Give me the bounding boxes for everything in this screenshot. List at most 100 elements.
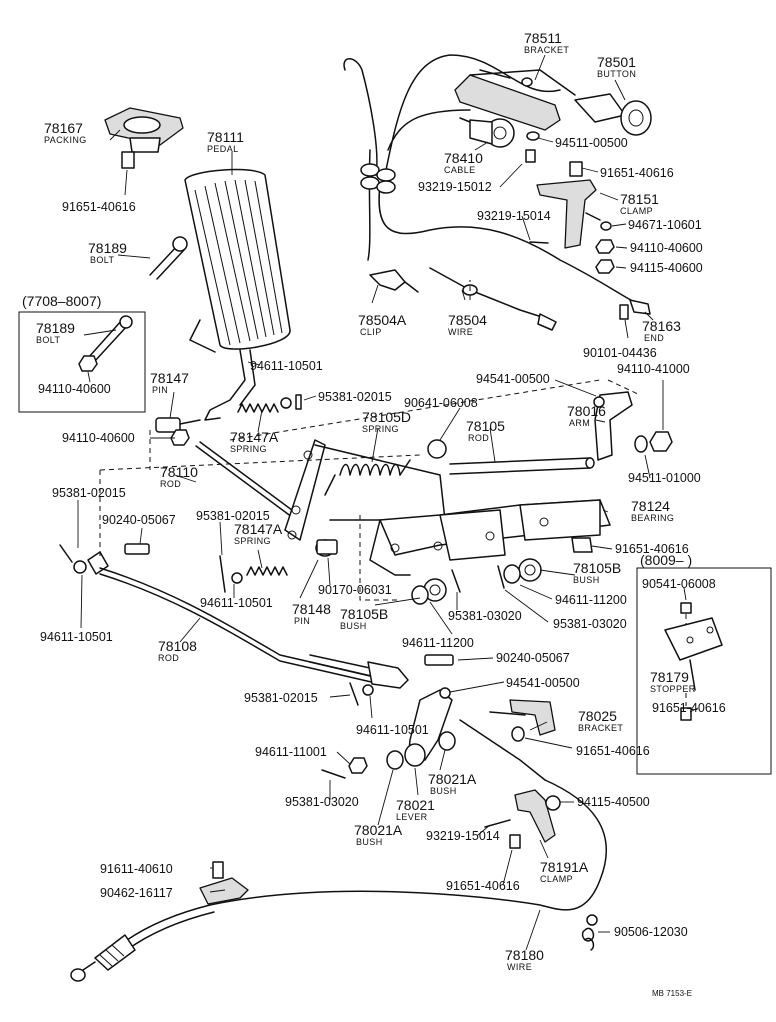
label-78124: 78124 <box>631 498 670 514</box>
range-label-8009: (8009– ) <box>640 552 692 568</box>
label-90462-16117: 90462-16117 <box>100 886 173 900</box>
label-94611-11200-b: 94611-11200 <box>402 636 474 650</box>
label-78021: 78021 <box>396 797 435 813</box>
label-78105-name: ROD <box>468 433 489 443</box>
parts-artwork <box>59 54 723 982</box>
label-78021A-b: 78021A <box>354 822 403 838</box>
label-94611-10501-d: 94611-10501 <box>356 723 429 737</box>
label-78111: 78111 <box>207 129 244 145</box>
label-95381-03020-a: 95381-03020 <box>448 609 522 623</box>
label-95381-03020-b: 95381-03020 <box>553 617 627 631</box>
label-78163-name: END <box>644 333 664 343</box>
label-78501-name: BUTTON <box>597 69 636 79</box>
label-78163: 78163 <box>642 318 681 334</box>
label-91651-40616-e: 91651-40616 <box>576 744 650 758</box>
label-94611-10501-a: 94611-10501 <box>250 359 323 373</box>
label-94110-41000: 94110-41000 <box>617 362 690 376</box>
label-91651-40616-d: 91651-40616 <box>652 701 726 715</box>
label-90541-06008: 90541-06008 <box>642 577 716 591</box>
label-78167-name: PACKING <box>44 135 87 145</box>
label-78105B-b-name: BUSH <box>340 621 367 631</box>
label-94541-00500-a: 94541-00500 <box>476 372 550 386</box>
label-78504: 78504 <box>448 312 487 328</box>
label-78511-name: BRACKET <box>524 45 569 55</box>
label-78151: 78151 <box>620 191 659 207</box>
label-95381-02015-a: 95381-02015 <box>318 390 392 404</box>
label-94115-40500: 94115-40500 <box>577 795 650 809</box>
label-78105B-a-name: BUSH <box>573 575 600 585</box>
label-78021-name: LEVER <box>396 812 428 822</box>
range-label-7708-8007: (7708–8007) <box>22 293 101 309</box>
leader-lines <box>77 54 699 951</box>
label-90240-05067-a: 90240-05067 <box>102 513 176 527</box>
label-78189-b: 78189 <box>36 320 75 336</box>
label-78147: 78147 <box>150 370 189 386</box>
label-94611-11001: 94611-11001 <box>255 745 327 759</box>
label-94541-00500-b: 94541-00500 <box>506 676 580 690</box>
label-78105: 78105 <box>466 418 505 434</box>
label-78147A-b: 78147A <box>234 521 283 537</box>
label-78105D: 78105D <box>362 409 411 425</box>
label-94110-40600-a: 94110-40600 <box>630 241 703 255</box>
label-78108-name: ROD <box>158 653 179 663</box>
label-78179: 78179 <box>650 669 689 685</box>
label-78110: 78110 <box>160 464 198 480</box>
label-78108: 78108 <box>158 638 197 654</box>
label-78179-name: STOPPER <box>650 684 696 694</box>
label-78148-name: PIN <box>294 616 310 626</box>
label-78147A-b-name: SPRING <box>234 536 271 546</box>
label-91651-40616-a: 91651-40616 <box>600 166 674 180</box>
label-95381-02015-d: 95381-02015 <box>244 691 318 705</box>
label-94511-01000: 94511-01000 <box>628 471 701 485</box>
label-78167: 78167 <box>44 120 83 136</box>
label-78147-name: PIN <box>152 385 168 395</box>
label-78110-name: ROD <box>160 479 181 489</box>
label-78501: 78501 <box>597 54 636 70</box>
label-91651-40616-c: 91651-40616 <box>615 542 689 556</box>
label-90641-06008: 90641-06008 <box>404 396 478 410</box>
label-78105B-b: 78105B <box>340 606 388 622</box>
label-78191A: 78191A <box>540 859 589 875</box>
label-95381-02015-c: 95381-02015 <box>196 509 270 523</box>
label-78124-name: BEARING <box>631 513 674 523</box>
label-94115-40600: 94115-40600 <box>630 261 703 275</box>
label-94611-10501-b: 94611-10501 <box>200 596 273 610</box>
label-91651-40616-f: 91651-40616 <box>446 879 520 893</box>
label-93219-15014-b: 93219-15014 <box>426 829 500 843</box>
label-94110-40600-b: 94110-40600 <box>38 382 111 396</box>
range-box-7708-8007 <box>18 311 146 413</box>
label-78021A-a: 78021A <box>428 771 477 787</box>
label-90240-05067-b: 90240-05067 <box>496 651 570 665</box>
label-90506-12030: 90506-12030 <box>614 925 688 939</box>
label-90170-06031: 90170-06031 <box>318 583 392 597</box>
guide-dashes <box>99 280 641 601</box>
label-78021A-a-name: BUSH <box>430 786 457 796</box>
label-78016-name: ARM <box>569 418 590 428</box>
label-78105B-a: 78105B <box>573 560 621 576</box>
label-78180: 78180 <box>505 947 544 963</box>
label-78504-name: WIRE <box>448 327 473 337</box>
label-78148: 78148 <box>292 601 331 617</box>
label-78189-a: 78189 <box>88 240 127 256</box>
label-93219-15012: 93219-15012 <box>418 180 492 194</box>
label-78511: 78511 <box>524 30 562 46</box>
label-78105D-name: SPRING <box>362 424 399 434</box>
label-78147A-a-name: SPRING <box>230 444 267 454</box>
label-78180-name: WIRE <box>507 962 532 972</box>
label-78410: 78410 <box>444 150 483 166</box>
label-94511-00500: 94511-00500 <box>555 136 628 150</box>
label-78151-name: CLAMP <box>620 206 653 216</box>
label-91611-40610: 91611-40610 <box>100 862 173 876</box>
label-78410-name: CABLE <box>444 165 476 175</box>
label-78147A-a: 78147A <box>230 429 279 445</box>
label-95381-02015-b: 95381-02015 <box>52 486 126 500</box>
label-78025-name: BRACKET <box>578 723 623 733</box>
range-box-8009 <box>636 567 772 775</box>
label-94110-40600-c: 94110-40600 <box>62 431 135 445</box>
label-91651-40616-b: 91651-40616 <box>62 200 136 214</box>
label-78504A: 78504A <box>358 312 407 328</box>
label-95381-03020-c: 95381-03020 <box>285 795 359 809</box>
label-90101-04436: 90101-04436 <box>583 346 657 360</box>
label-78016: 78016 <box>567 403 606 419</box>
